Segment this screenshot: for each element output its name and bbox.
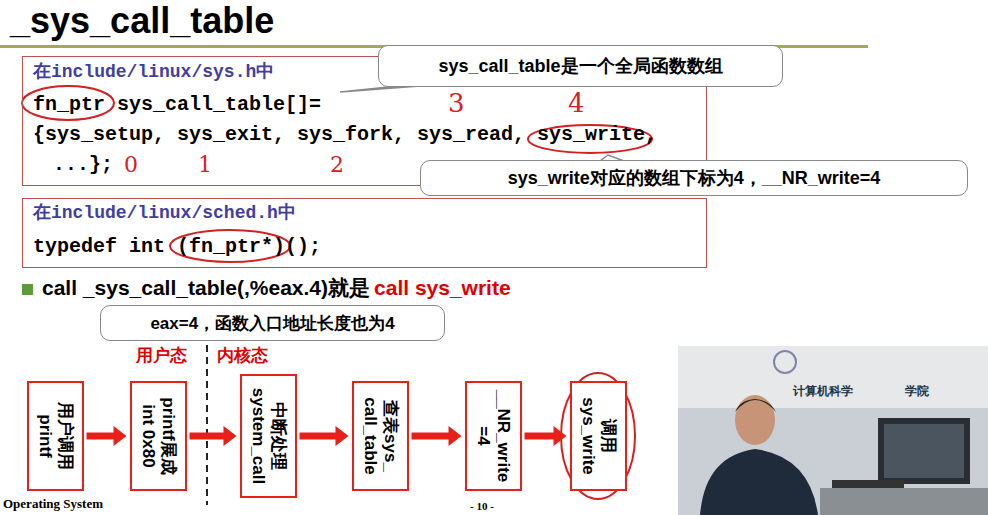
lecturer-body [700, 449, 818, 515]
lecturer-head [735, 395, 775, 445]
flow-box: printf展成 int 0x80 [130, 381, 187, 491]
code-box: 在include/linux/sched.h中 typedef int (fn_p… [22, 198, 707, 268]
hand-circle [561, 373, 635, 499]
bullet-square [22, 284, 33, 295]
arrow-head [114, 426, 127, 446]
callout-text: sys_call_table是一个全局函数数组 [438, 54, 722, 78]
code-line: ...}; [53, 153, 113, 177]
arrow-head [449, 426, 462, 446]
flow-text: printf展成 int 0x80 [138, 388, 179, 484]
flow-arrow [300, 426, 349, 446]
wall-sign: 学院 [905, 384, 929, 398]
keyboard [832, 480, 904, 488]
callout-box: sys_write对应的数组下标为4，__NR_write=4 [420, 160, 968, 196]
hand-number: 0 [124, 152, 138, 178]
flow-text: 调用 sys_write [578, 388, 619, 484]
flow-arrow [87, 426, 127, 446]
page-number: - 10 - [470, 500, 494, 513]
mode-label: 用户态 [136, 346, 187, 366]
lecturer-video [678, 346, 988, 515]
file-heading: 在include/linux/sys.h中 [33, 62, 274, 84]
flow-box: 中断处理 system_call [240, 374, 297, 498]
flow-box: 查表sys_ call_table [352, 381, 409, 491]
monitor-screen [884, 424, 964, 478]
flow-arrow [525, 426, 567, 446]
arrow-shaft [525, 433, 556, 440]
arrow-shaft [87, 433, 116, 440]
flow-box: __NR_write =4 [465, 381, 522, 491]
callout-box: sys_call_table是一个全局函数数组 [378, 45, 783, 87]
arrow-shaft [300, 433, 338, 440]
flow-box: 调用 sys_write [570, 381, 627, 491]
hand-number: 2 [330, 152, 344, 178]
monitor [878, 418, 970, 484]
file-heading: 在include/linux/sched.h中 [33, 203, 296, 225]
video-wall [678, 346, 988, 408]
bullet-text: call _sys_call_table(,%eax.4)就是 [42, 275, 370, 300]
arrow-head [554, 426, 567, 446]
arrow-head [336, 426, 349, 446]
hand-number: 1 [198, 152, 212, 178]
callout-text: eax=4，函数入口地址长度也为4 [150, 312, 394, 335]
mode-divider [206, 345, 208, 505]
flow-box: 用户调用 printf [27, 381, 84, 491]
arrow-shaft [190, 433, 226, 440]
mode-label: 内核态 [217, 346, 268, 366]
arrow-head [224, 426, 237, 446]
hand-number: 3 [448, 88, 465, 119]
code-line: fn_ptr sys_call_table[]= [33, 93, 321, 117]
callout-text: sys_write对应的数组下标为4，__NR_write=4 [508, 166, 881, 190]
arrow-shaft [412, 433, 451, 440]
code-line: {sys_setup, sys_exit, sys_fork, sys_read… [33, 123, 657, 147]
callout-box: eax=4，函数入口地址长度也为4 [100, 305, 445, 341]
flow-text: 中断处理 system_call [248, 381, 289, 491]
flow-text: __NR_write =4 [473, 388, 514, 484]
flow-arrow [190, 426, 237, 446]
footer-text: Operating System [3, 496, 103, 512]
flow-text: 用户调用 printf [35, 388, 76, 484]
lecturer-hair [735, 399, 776, 412]
flow-arrow [412, 426, 462, 446]
code-line: typedef int (fn_ptr*)(); [33, 235, 321, 259]
slide-title: _sys_call_table [10, 0, 274, 42]
school-logo [774, 351, 796, 373]
video-ground [678, 346, 988, 515]
bullet-highlight: call sys_write [374, 275, 511, 300]
hand-number: 4 [568, 88, 585, 119]
flow-text: 查表sys_ call_table [360, 388, 401, 484]
desk [820, 488, 988, 515]
wall-sign: 计算机科学 [793, 384, 853, 398]
